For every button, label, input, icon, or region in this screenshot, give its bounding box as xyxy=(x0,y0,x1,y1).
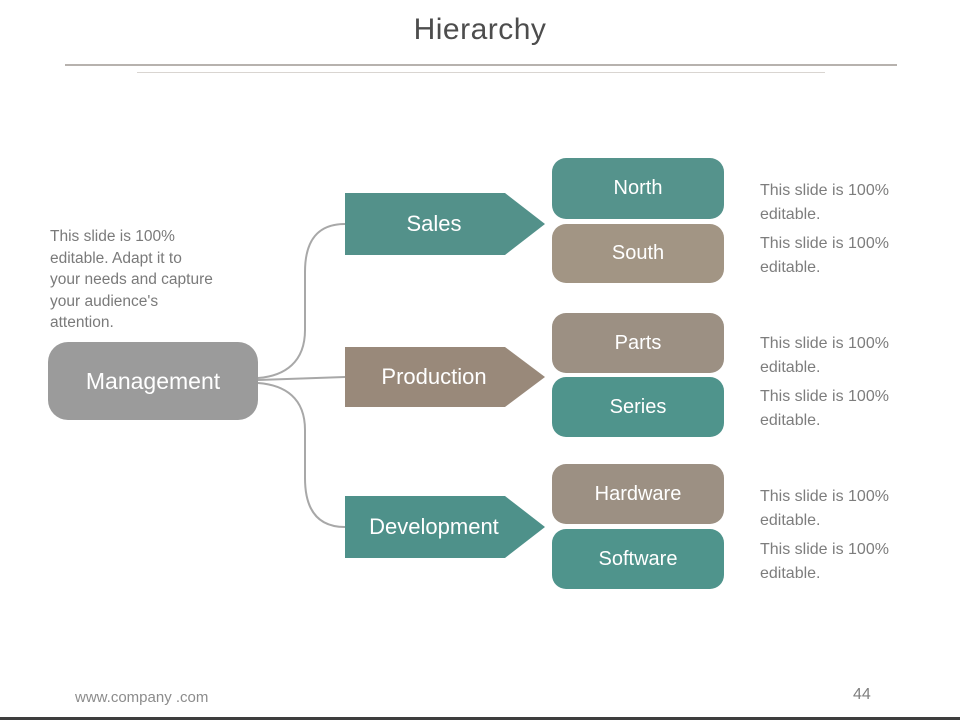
node-software: Software xyxy=(552,529,724,589)
footer-page-number: 44 xyxy=(853,686,871,703)
editable-caption-parts: This slide is 100% editable. xyxy=(760,335,889,376)
node-hardware: Hardware xyxy=(552,464,724,524)
node-management: Management xyxy=(48,342,258,420)
node-series: Series xyxy=(552,377,724,437)
title-divider-line xyxy=(65,64,897,66)
title-subdivider-line xyxy=(137,72,825,73)
editable-caption-series: This slide is 100% editable. xyxy=(760,388,889,429)
branch-arrow-production: Production xyxy=(345,347,545,407)
editable-caption-hardware: This slide is 100% editable. xyxy=(760,488,889,529)
slide-bottom-border xyxy=(0,717,960,720)
intro-text: This slide is 100% editable. Adapt it to… xyxy=(50,228,213,331)
editable-caption-software: This slide is 100% editable. xyxy=(760,541,889,582)
branch-arrow-development: Development xyxy=(345,496,545,558)
editable-caption-south: This slide is 100% editable. xyxy=(760,235,889,276)
connector-to-development xyxy=(257,382,346,528)
editable-caption-north: This slide is 100% editable. xyxy=(760,182,889,223)
page-title: Hierarchy xyxy=(413,13,547,46)
node-south: South xyxy=(552,224,724,283)
branch-arrow-sales: Sales xyxy=(345,193,545,255)
connector-to-production xyxy=(257,376,346,381)
node-parts: Parts xyxy=(552,313,724,373)
node-north: North xyxy=(552,158,724,219)
footer-website: www.company .com xyxy=(75,689,209,706)
connector-to-sales xyxy=(257,223,346,379)
